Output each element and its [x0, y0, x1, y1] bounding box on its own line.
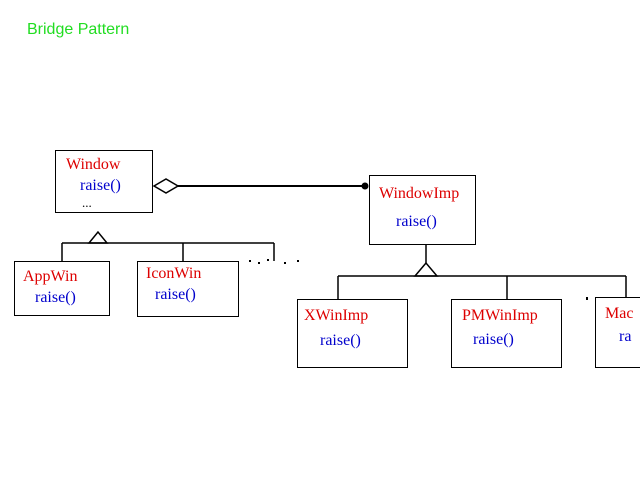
mac-class-name: Mac — [605, 305, 634, 322]
mac-class-box — [595, 297, 640, 368]
aggregation-diamond — [152, 178, 180, 194]
xwinimp-raise-operation: raise() — [320, 332, 361, 349]
xwinimp-class-box — [297, 299, 408, 368]
appwin-class-name: AppWin — [23, 268, 78, 285]
pmwinimp-class-name: PMWinImp — [462, 307, 538, 324]
xwinimp-class-name: XWinImp — [304, 307, 369, 324]
inheritance-triangle-window — [87, 230, 109, 244]
iconwin-class-name: IconWin — [146, 265, 202, 282]
iconwin-class-box — [137, 261, 239, 317]
iconwin-raise-operation: raise() — [155, 286, 196, 303]
ellipsis-mark-windowimp — [586, 297, 588, 300]
window-raise-operation: raise() — [80, 177, 121, 194]
diagram-title: Bridge Pattern — [27, 21, 130, 38]
window-class-box — [55, 150, 153, 213]
window-more-operations: ... — [82, 195, 92, 210]
ellipsis-marks-window — [249, 259, 299, 264]
windowimp-raise-operation: raise() — [396, 213, 437, 230]
windowimp-class-name: WindowImp — [379, 185, 460, 202]
appwin-raise-operation: raise() — [35, 289, 76, 306]
windowimp-class-box — [369, 175, 476, 245]
pmwinimp-class-box — [451, 299, 562, 368]
mac-raise-operation: ra — [619, 328, 632, 345]
appwin-class-box — [14, 261, 110, 316]
inheritance-triangle-windowimp — [413, 261, 439, 277]
window-class-name: Window — [66, 156, 121, 173]
pmwinimp-raise-operation: raise() — [473, 331, 514, 348]
aggregation-end-dot — [361, 182, 369, 190]
